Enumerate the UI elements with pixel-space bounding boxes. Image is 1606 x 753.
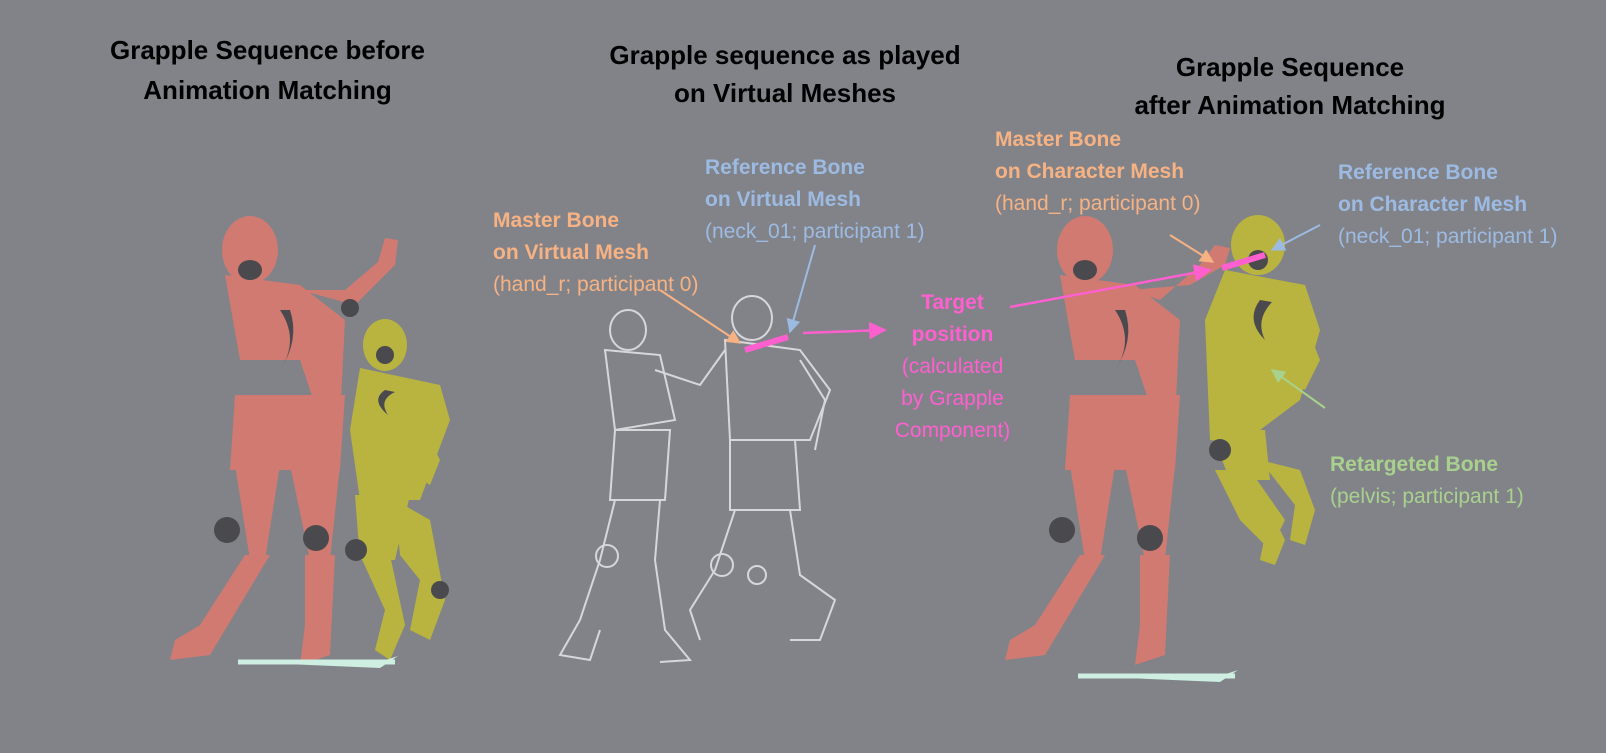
left-yellow-joints bbox=[345, 346, 449, 599]
label-master-virtual-line2: on Virtual Mesh bbox=[493, 241, 649, 264]
arrow-master-virtual bbox=[659, 289, 742, 344]
title-left: Grapple Sequence before Animation Matchi… bbox=[90, 30, 445, 110]
title-right-line1: Grapple Sequence bbox=[1175, 52, 1405, 82]
label-retargeted-line2: (pelvis; participant 1) bbox=[1330, 485, 1524, 508]
title-left-line2: Animation Matching bbox=[143, 75, 392, 105]
label-retargeted-line1: Retargeted Bone bbox=[1330, 453, 1499, 476]
left-yellow-mannequin bbox=[350, 319, 450, 660]
label-target-line3: (calculated bbox=[901, 355, 1004, 378]
label-target-line4: by Grapple bbox=[901, 387, 1004, 410]
arrow-retargeted bbox=[1270, 369, 1326, 409]
label-target-line1: Target bbox=[921, 291, 984, 314]
right-red-joints bbox=[1049, 260, 1163, 551]
label-target-position: Target position (calculated by Grapple C… bbox=[880, 287, 1025, 447]
title-left-line1: Grapple Sequence before bbox=[110, 35, 425, 65]
label-retargeted-bone: Retargeted Bone (pelvis; participant 1) bbox=[1330, 449, 1524, 513]
arrow-target-middle bbox=[802, 321, 887, 340]
label-reference-character-line2: on Character Mesh bbox=[1338, 193, 1528, 216]
title-middle-line2: on Virtual Meshes bbox=[673, 78, 897, 108]
arrow-reference-virtual bbox=[786, 244, 816, 334]
title-middle-line1: Grapple sequence as played bbox=[609, 40, 961, 70]
arrow-master-character bbox=[1169, 234, 1215, 263]
label-master-virtual-line1: Master Bone bbox=[493, 209, 620, 232]
label-reference-character: Reference Bone on Character Mesh (neck_0… bbox=[1338, 157, 1557, 253]
character-bone-segment bbox=[1221, 252, 1266, 271]
title-right-line2: after Animation Matching bbox=[1134, 90, 1446, 120]
arrow-reference-character bbox=[1270, 224, 1321, 251]
label-reference-virtual-line1: Reference Bone bbox=[705, 156, 865, 179]
label-master-character-line1: Master Bone bbox=[995, 128, 1122, 151]
right-red-mannequin bbox=[1005, 216, 1230, 665]
label-master-character-line3: (hand_r; participant 0) bbox=[995, 192, 1201, 215]
label-reference-virtual: Reference Bone on Virtual Mesh (neck_01;… bbox=[705, 152, 924, 248]
label-master-virtual-line3: (hand_r; participant 0) bbox=[493, 273, 699, 296]
label-reference-virtual-line2: on Virtual Mesh bbox=[705, 188, 861, 211]
label-target-line2: position bbox=[911, 323, 994, 346]
virtual-mesh-figures bbox=[558, 295, 837, 663]
label-master-virtual: Master Bone on Virtual Mesh (hand_r; par… bbox=[493, 205, 698, 301]
right-yellow-mannequin bbox=[1205, 215, 1320, 565]
title-right: Grapple Sequence after Animation Matchin… bbox=[1090, 48, 1490, 124]
virtual-bone-segment bbox=[744, 334, 789, 353]
label-master-character: Master Bone on Character Mesh (hand_r; p… bbox=[995, 124, 1200, 220]
label-reference-virtual-line3: (neck_01; participant 1) bbox=[705, 220, 925, 243]
left-red-joints bbox=[214, 260, 359, 551]
left-red-mannequin bbox=[170, 216, 398, 665]
label-target-line5: Component) bbox=[894, 419, 1011, 442]
title-middle: Grapple sequence as played on Virtual Me… bbox=[585, 36, 985, 112]
label-reference-character-line3: (neck_01; participant 1) bbox=[1338, 225, 1558, 248]
label-master-character-line2: on Character Mesh bbox=[995, 160, 1185, 183]
arrow-target-right bbox=[1009, 264, 1212, 309]
label-reference-character-line1: Reference Bone bbox=[1338, 161, 1498, 184]
